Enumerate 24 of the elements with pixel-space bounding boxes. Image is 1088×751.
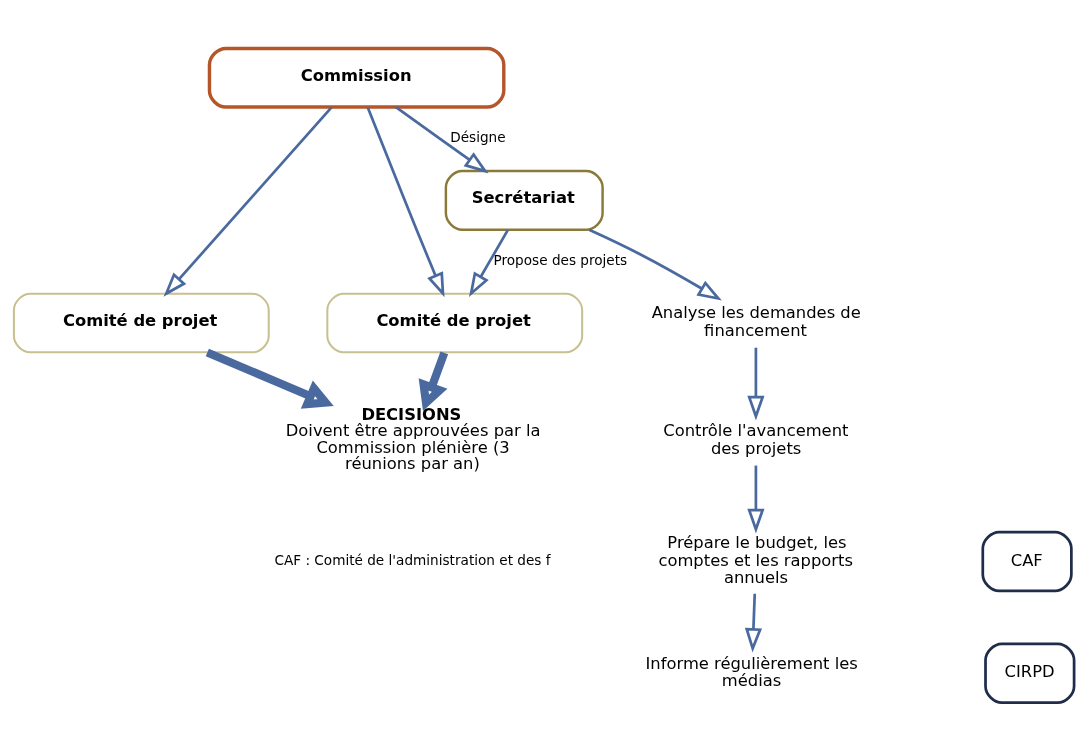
- arrow: [469, 229, 509, 298]
- node-text: Informe régulièrement les médias: [645, 653, 858, 691]
- arrow: [395, 106, 489, 174]
- node-box: Comité de projet: [326, 292, 584, 354]
- edge-label: Désigne: [450, 129, 506, 146]
- arrow: [366, 106, 445, 298]
- node-box: Commission: [207, 46, 506, 109]
- node-box: CIRPD: [984, 642, 1076, 704]
- arrow: [744, 593, 763, 653]
- node-text: Prépare le budget, les comptes et les rapports annuels: [658, 533, 854, 588]
- arrow: [747, 347, 765, 421]
- label: CAF : Comité de l'administration et des f: [274, 551, 551, 568]
- arrow: [747, 465, 765, 534]
- arrow: [205, 348, 334, 409]
- edge-label: Propose des projets: [493, 252, 628, 269]
- node-text: Analyse les demandes de financement: [651, 303, 861, 341]
- node-box: Comité de projet: [12, 292, 270, 354]
- arrow: [418, 351, 449, 411]
- arrow: [163, 106, 333, 297]
- node-text: DECISIONS Doivent être approuvées par la Commission plénière (3 réunions par an): [285, 404, 541, 473]
- node-box: Secrétariat: [444, 169, 604, 231]
- node-box: CAF: [981, 530, 1073, 593]
- arrow: [588, 228, 722, 301]
- node-text: Contrôle l'avancement des projets: [663, 421, 849, 458]
